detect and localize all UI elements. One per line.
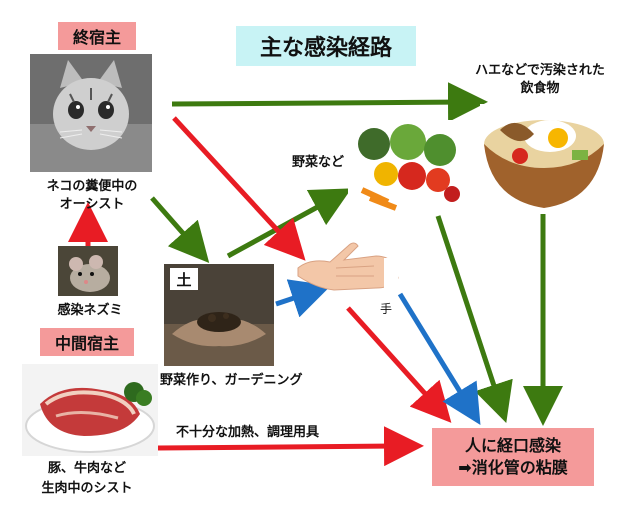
final-host-label: 終宿主 [58, 22, 136, 50]
meat-caption-1: 豚、牛肉など [47, 461, 126, 476]
food-bowl-photo [480, 104, 608, 212]
heating-label: 不十分な加熱、調理用具 [176, 425, 320, 440]
cat-caption-1: ネコの糞便中の [46, 179, 138, 194]
arrow-hand-to-result [346, 306, 452, 423]
cat-photo [30, 54, 152, 172]
arrow-hand-to-result-blue [397, 292, 481, 426]
mouse-photo [58, 246, 118, 296]
hand-caption: 手 [379, 302, 392, 316]
arrow-cat-to-food [171, 82, 488, 123]
arrow-vegetables-to-result [435, 215, 513, 423]
hand-icon [296, 228, 400, 298]
vegetables-photo [348, 120, 466, 214]
cat-caption-2: オーシスト [59, 197, 125, 212]
arrow-cat-to-soil [150, 196, 210, 264]
result-line-2: ➡消化管の粘膜 [458, 458, 568, 477]
arrow-cat-to-hand [172, 116, 306, 261]
food-caption-2: 飲食物 [520, 81, 560, 96]
soil-tag: 土 [170, 268, 198, 290]
arrow-soil-to-hand [275, 279, 331, 318]
soil-caption: 野菜作り、ガーデニング [160, 373, 303, 388]
intermediate-host-label: 中間宿主 [40, 328, 134, 356]
food-caption-1: ハエなどで汚染された [475, 63, 605, 78]
meat-photo [22, 364, 158, 456]
arrow-meat-to-result [157, 426, 424, 467]
diagram-title: 主な感染経路 [236, 26, 416, 66]
result-box: 人に経口感染 ➡消化管の粘膜 [432, 428, 594, 486]
result-line-1: 人に経口感染 [464, 436, 561, 455]
vegetables-caption: 野菜など [291, 155, 344, 170]
meat-caption-2: 生肉中のシスト [41, 481, 133, 496]
mouse-caption: 感染ネズミ [57, 303, 123, 318]
